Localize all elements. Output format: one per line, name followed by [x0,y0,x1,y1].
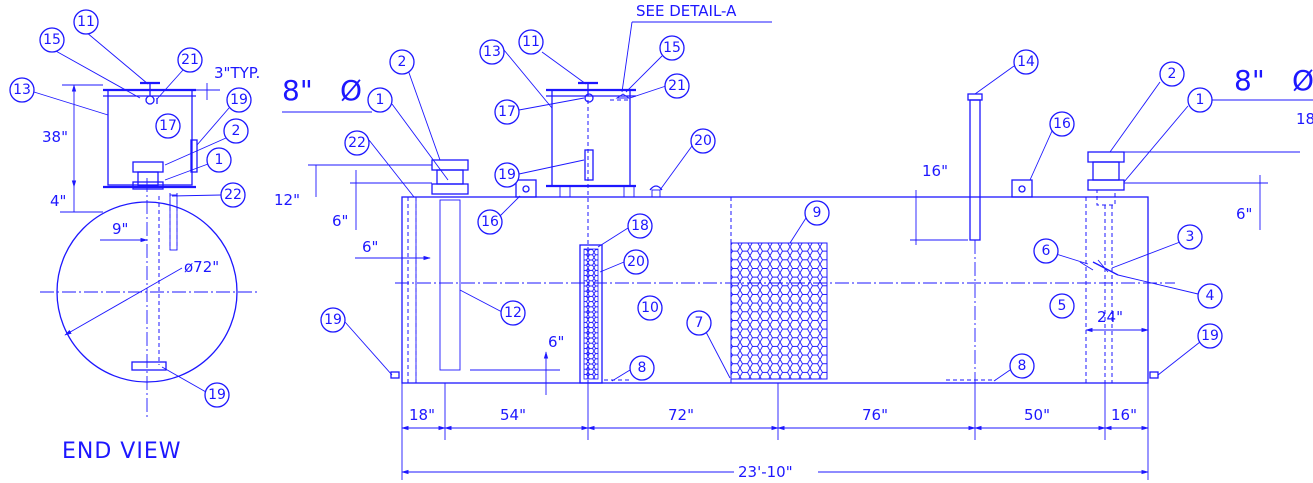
svg-text:8: 8 [638,360,647,376]
svg-text:3"TYP.: 3"TYP. [214,64,260,82]
svg-text:14: 14 [1017,54,1035,70]
svg-text:16": 16" [1111,406,1137,424]
end-view: ø72" 38" 4" 9" 3"TYP. [40,64,260,464]
svg-text:38": 38" [42,128,68,146]
side-view: 12" 6" 6" 6" [274,2,1313,481]
svg-text:21: 21 [181,52,199,68]
svg-text:6": 6" [362,238,378,256]
svg-text:17: 17 [498,104,516,120]
filter-element [579,244,603,384]
svg-text:19: 19 [498,167,516,183]
svg-text:4": 4" [50,192,66,210]
svg-text:20: 20 [627,254,645,270]
end-view-label: END VIEW [62,439,181,464]
svg-text:50": 50" [1024,406,1050,424]
svg-text:6": 6" [332,212,348,230]
svg-text:16: 16 [481,214,499,230]
svg-text:9": 9" [112,220,128,238]
svg-text:19: 19 [1201,328,1219,344]
svg-text:5: 5 [1058,298,1067,314]
svg-text:11: 11 [77,14,95,30]
svg-text:7: 7 [695,315,704,331]
svg-text:22: 22 [224,187,242,203]
svg-text:76": 76" [862,406,888,424]
coalescer-pack [730,242,828,380]
svg-text:2: 2 [232,123,241,139]
svg-text:20: 20 [694,133,712,149]
svg-text:13: 13 [483,44,501,60]
svg-text:18: 18 [1296,110,1313,128]
svg-text:10: 10 [641,300,659,316]
svg-text:18": 18" [409,406,435,424]
end-view-callouts: 11 15 21 13 17 19 2 1 22 19 [9,9,252,408]
svg-text:12": 12" [274,191,300,209]
svg-text:16: 16 [1053,116,1071,132]
svg-text:17: 17 [159,118,177,134]
diameter-label: ø72" [184,258,219,276]
see-detail-label: SEE DETAIL-A [636,2,737,20]
manway-middle [551,89,631,187]
svg-text:Ø: Ø [1292,64,1313,97]
overall-length: 23'-10" [738,463,793,481]
svg-text:21: 21 [668,78,686,94]
svg-text:15: 15 [43,32,61,48]
svg-text:1: 1 [376,92,385,108]
svg-text:19: 19 [208,387,226,403]
svg-text:22: 22 [348,135,366,151]
svg-text:3: 3 [1186,229,1195,245]
svg-text:12: 12 [504,305,522,321]
svg-text:9: 9 [813,205,822,221]
svg-text:6": 6" [548,333,564,351]
vessel-body [401,196,1149,384]
svg-text:13: 13 [13,82,31,98]
svg-text:1: 1 [1196,92,1205,108]
svg-text:2: 2 [1168,66,1177,82]
svg-text:19: 19 [324,312,342,328]
svg-text:72": 72" [668,406,694,424]
svg-text:6": 6" [1236,205,1252,223]
svg-text:54": 54" [500,406,526,424]
svg-text:11: 11 [522,34,540,50]
svg-text:2: 2 [398,54,407,70]
svg-text:4: 4 [1206,288,1215,304]
svg-text:8: 8 [1018,358,1027,374]
svg-text:16": 16" [922,162,948,180]
bottom-dimensions: 18" 54" 72" 76" 50" 16" 23'-10" [401,383,1149,481]
svg-text:8": 8" [282,74,313,107]
svg-text:18: 18 [631,218,649,234]
svg-text:6: 6 [1042,243,1051,259]
svg-text:19: 19 [230,92,248,108]
svg-text:1: 1 [215,152,224,168]
svg-text:15: 15 [663,40,681,56]
svg-text:Ø: Ø [340,74,362,107]
side-view-callouts: 2 1 22 16 19 12 13 11 15 17 21 19 20 18 … [320,29,1223,382]
svg-text:24": 24" [1097,308,1123,326]
svg-text:8": 8" [1234,64,1265,97]
